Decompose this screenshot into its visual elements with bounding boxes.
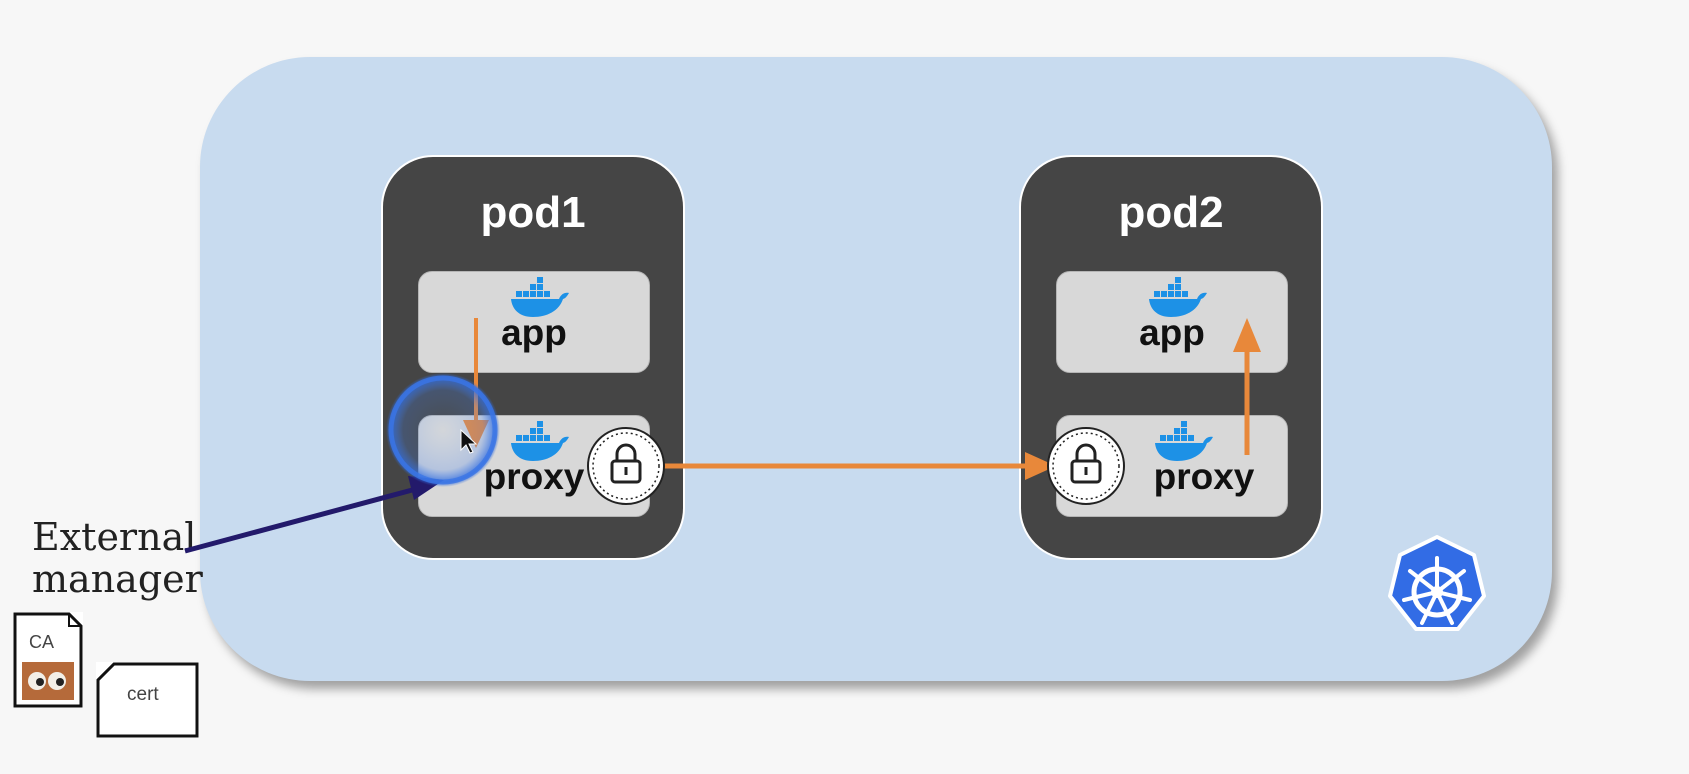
- app-container: app: [418, 271, 650, 373]
- ca-label: CA: [29, 632, 55, 652]
- document-icon: [13, 612, 83, 708]
- pod1: pod1 app proxy: [381, 155, 685, 560]
- docker-icon: [1155, 421, 1213, 461]
- docker-icon: [511, 277, 569, 317]
- docker-icon: [511, 421, 569, 461]
- external-manager-line2: manager: [32, 557, 203, 601]
- cert-document-icon: cert: [96, 662, 199, 738]
- docker-icon: [1149, 277, 1207, 317]
- proxy-container: proxy: [418, 415, 650, 517]
- proxy-container: proxy: [1056, 415, 1288, 517]
- app-label: app: [1139, 312, 1205, 353]
- proxy-label: proxy: [1153, 456, 1255, 497]
- pod-title: pod2: [1118, 188, 1224, 237]
- external-manager-label: External manager: [32, 516, 203, 600]
- cert-label: cert: [127, 684, 159, 705]
- proxy-label: proxy: [483, 456, 585, 497]
- pod2: pod2 app proxy: [1019, 155, 1323, 560]
- pod-title: pod1: [480, 188, 586, 237]
- app-label: app: [501, 312, 567, 353]
- document-icon: [96, 662, 199, 738]
- external-manager-line1: External: [32, 515, 197, 559]
- ca-document-icon: CA: [13, 612, 83, 708]
- app-container: app: [1056, 271, 1288, 373]
